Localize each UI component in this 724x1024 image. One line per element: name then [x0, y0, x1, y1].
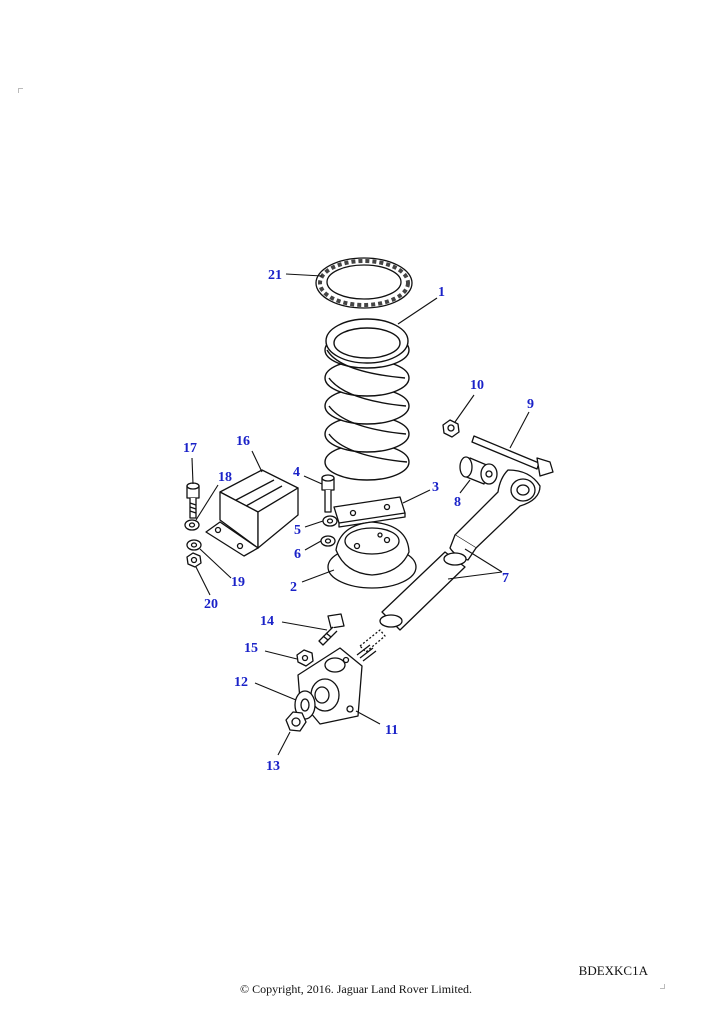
part-6-washer-hole [324, 538, 332, 544]
crop-mark-top-left [18, 88, 23, 93]
part-9-long-bolt [471, 435, 554, 477]
callout-10: 10 [470, 378, 484, 393]
callout-17: 17 [183, 441, 197, 456]
callout-8: 8 [454, 495, 461, 510]
callout-1: 1 [438, 285, 445, 300]
part-18-washer-hole [188, 522, 196, 528]
part-17-bolt [186, 482, 200, 519]
callout-15: 15 [244, 641, 258, 656]
callout-13: 13 [266, 759, 280, 774]
callout-5: 5 [294, 523, 301, 538]
callout-9: 9 [527, 397, 534, 412]
part-14-bolt [318, 613, 345, 646]
part-1-coil-spring [324, 318, 410, 481]
callout-6: 6 [294, 547, 301, 562]
part-2-spring-seat [327, 521, 417, 589]
drawing-code: BDEXKC1A [578, 963, 648, 978]
part-12-washer-hole [300, 698, 310, 712]
callout-12: 12 [234, 675, 248, 690]
callout-4: 4 [293, 465, 300, 480]
callout-19: 19 [231, 575, 245, 590]
leader-lines [191, 273, 530, 756]
copyright-notice: © Copyright, 2016. Jaguar Land Rover Lim… [239, 982, 473, 996]
callout-11: 11 [385, 723, 399, 738]
part-8-bush [459, 456, 498, 485]
part-19-washer-hole [190, 542, 198, 548]
part-16-bump-stop [205, 469, 299, 557]
callout-2: 2 [290, 580, 297, 595]
callout-18: 18 [218, 470, 232, 485]
part-3-plate [333, 496, 406, 528]
part-5-washer-hole [326, 518, 334, 524]
callout-3: 3 [432, 480, 439, 495]
part-21-bearing-ring [315, 257, 413, 309]
part-4-bolt [321, 474, 335, 513]
callout-7: 7 [502, 571, 509, 586]
crop-mark-bottom-right [660, 984, 665, 989]
callout-20: 20 [204, 597, 218, 612]
callout-16: 16 [236, 434, 250, 449]
callout-14: 14 [260, 614, 274, 629]
callout-21: 21 [268, 268, 282, 283]
part-7-shock-absorber [356, 469, 541, 662]
